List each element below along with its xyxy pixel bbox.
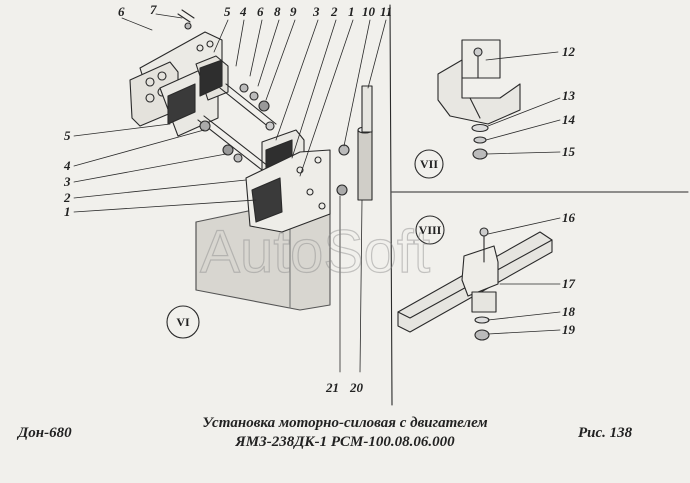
callout-bottom-21: 21 [325, 380, 339, 395]
callout-top-8: 8 [274, 4, 281, 19]
view-label-viii: VIII [419, 223, 442, 237]
callout-left-3: 3 [63, 174, 71, 189]
washer-18 [474, 316, 490, 324]
callout-left-4: 4 [63, 158, 71, 173]
callout-top-10: 10 [362, 4, 376, 19]
callout-right-16: 16 [562, 210, 576, 225]
frame-block [195, 199, 331, 311]
nut-10 [338, 144, 350, 156]
callout-right-13: 13 [562, 88, 576, 103]
stud-20 [357, 85, 373, 201]
watermark: AutoSoft [200, 218, 430, 285]
figure-title-line-2: ЯМЗ-238ДК-1 РСМ-100.08.06.000 [235, 434, 455, 450]
nut-21 [336, 184, 348, 196]
callout-left-1: 1 [64, 204, 71, 219]
callout-right-14: 14 [562, 112, 576, 127]
figure-title: Установка моторно-силовая с двигателем Я… [0, 414, 690, 452]
callout-top-9: 9 [290, 4, 297, 19]
drawing-code: Дон-680 [18, 425, 72, 441]
top-bolt-7 [177, 9, 195, 30]
callout-top-7: 7 [150, 2, 157, 17]
view-circle-vi [166, 305, 200, 339]
view-label-vii: VII [420, 157, 438, 171]
view-circle-viii [415, 215, 445, 245]
callout-right-15: 15 [562, 144, 576, 159]
nut-15 [472, 148, 488, 160]
upper-mount-bracket [129, 31, 229, 137]
view-label-vi: VI [176, 315, 190, 329]
callout-top-4: 4 [239, 4, 247, 19]
callout-top-6a: 6 [118, 4, 125, 19]
callout-left-5: 5 [64, 128, 71, 143]
callout-top-3: 3 [312, 4, 320, 19]
callout-right-18: 18 [562, 304, 576, 319]
callout-right-12: 12 [562, 44, 576, 59]
through-bolt-lower [197, 115, 269, 171]
view-circle-vii [414, 149, 444, 179]
washer-13 [471, 123, 489, 133]
separator-vertical [389, 4, 393, 406]
view-vii-bracket [437, 39, 521, 160]
figure-number: Рис. 138 [578, 425, 633, 441]
leader-lines [73, 13, 561, 373]
view-viii-rail [397, 227, 553, 341]
callout-top-2: 2 [330, 4, 338, 19]
callout-right-19: 19 [562, 322, 576, 337]
washer-14 [473, 136, 487, 144]
callout-top-1: 1 [348, 4, 355, 19]
callout-top-5: 5 [224, 4, 231, 19]
through-bolt-upper [219, 83, 277, 131]
callout-top-11: 11 [380, 4, 392, 19]
figure-title-line-1: Установка моторно-силовая с двигателем [202, 415, 488, 431]
callout-left-2: 2 [63, 190, 71, 205]
lower-mount-bracket [245, 129, 331, 233]
callout-bottom-20: 20 [349, 380, 364, 395]
callout-right-17: 17 [562, 276, 576, 291]
nut-19 [474, 329, 490, 341]
callout-top-6b: 6 [257, 4, 264, 19]
